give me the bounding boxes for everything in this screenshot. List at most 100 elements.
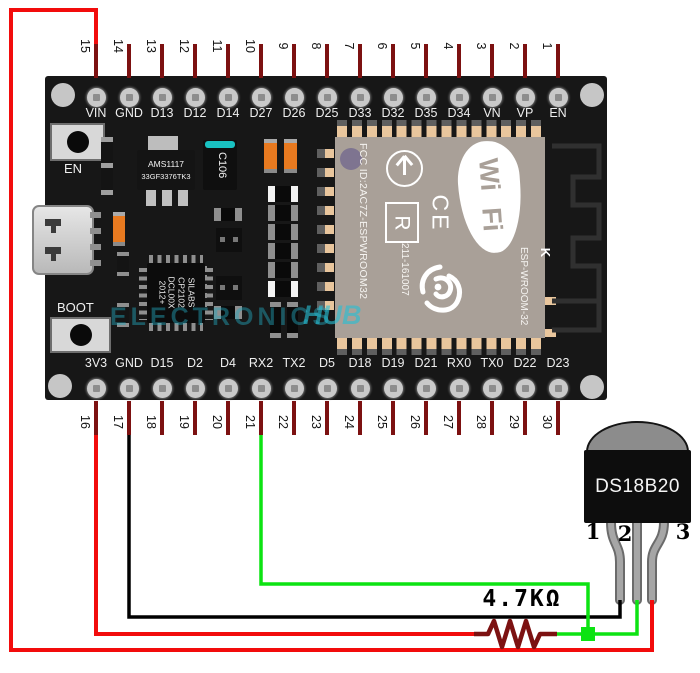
pin-pad-center (257, 384, 265, 392)
watermark-text-2: HUB (303, 300, 362, 330)
pin-number-15: 15 (78, 39, 92, 53)
pin-pad-d26 (284, 87, 304, 107)
pin-stub-15 (94, 44, 98, 78)
pin-label-rx2: RX2 (248, 356, 274, 370)
pin-number-4: 4 (441, 42, 455, 50)
pin-pad-d32 (383, 87, 403, 107)
pin-pad-center (191, 93, 199, 101)
pin-pad-center (356, 384, 364, 392)
pin-number-10: 10 (243, 39, 257, 53)
pin-number-24: 24 (342, 415, 356, 429)
pin-pad-d34 (449, 87, 469, 107)
pin-stub-21 (259, 401, 263, 435)
pin-pad-center (389, 384, 397, 392)
pin-pad-center (389, 93, 397, 101)
pin-pad-d22 (515, 378, 535, 398)
pin-number-16: 16 (78, 415, 92, 429)
pin-stub-9 (292, 44, 296, 78)
pin-pad-center (323, 384, 331, 392)
resistor-value-label: 4.7KΩ (482, 586, 562, 612)
pin-pad-center (125, 384, 133, 392)
pin-pad-3v3 (86, 378, 106, 398)
pin-stub-3 (490, 44, 494, 78)
pin-pad-d33 (350, 87, 370, 107)
pin-pad-center (224, 93, 232, 101)
pin-stub-4 (457, 44, 461, 78)
pin-label-d35: D35 (414, 106, 438, 120)
pin-label-tx0: TX0 (480, 356, 504, 370)
pin-pad-center (521, 93, 529, 101)
pin-pad-center (455, 93, 463, 101)
pin-stub-12 (193, 44, 197, 78)
pin-stub-20 (226, 401, 230, 435)
pin-pad-center (488, 384, 496, 392)
pin-label-d34: D34 (447, 106, 471, 120)
pin-label-d15: D15 (150, 356, 174, 370)
pin-number-22: 22 (276, 415, 290, 429)
pin-pad-center (455, 384, 463, 392)
pin-label-d23: D23 (546, 356, 570, 370)
pin-number-7: 7 (342, 42, 356, 50)
pin-number-2: 2 (507, 42, 521, 50)
pin-number-23: 23 (309, 415, 323, 429)
pin-stub-5 (424, 44, 428, 78)
pin-number-14: 14 (111, 39, 125, 53)
pin-pad-d2 (185, 378, 205, 398)
pin-label-d12: D12 (183, 106, 207, 120)
pin-number-19: 19 (177, 415, 191, 429)
pin-pad-center (92, 384, 100, 392)
pin-pad-center (356, 93, 364, 101)
pin-number-29: 29 (507, 415, 521, 429)
pin-number-13: 13 (144, 39, 158, 53)
pin-label-gnd: GND (115, 356, 143, 370)
pin-stub-17 (127, 401, 131, 435)
pin-stub-7 (358, 44, 362, 78)
pin-stub-11 (226, 44, 230, 78)
pin-label-d18: D18 (348, 356, 372, 370)
pin-pad-d4 (218, 378, 238, 398)
pin-stub-25 (391, 401, 395, 435)
pin-stub-14 (127, 44, 131, 78)
pin-pad-rx0 (449, 378, 469, 398)
pin-pad-center (422, 93, 430, 101)
pin-number-3: 3 (474, 42, 488, 50)
pin-pad-center (290, 384, 298, 392)
pin-pad-en (548, 87, 568, 107)
pin-label-d14: D14 (216, 106, 240, 120)
pin-label-d4: D4 (220, 356, 236, 370)
pin-label-gnd: GND (115, 106, 143, 120)
sensor-pin1-label: 1 (585, 519, 601, 544)
pin-label-d2: D2 (187, 356, 203, 370)
pin-pad-tx0 (482, 378, 502, 398)
pin-number-26: 26 (408, 415, 422, 429)
pin-pad-center (554, 384, 562, 392)
pin-pad-d25 (317, 87, 337, 107)
pin-stub-23 (325, 401, 329, 435)
pin-label-d5: D5 (319, 356, 335, 370)
pin-pad-tx2 (284, 378, 304, 398)
pin-pad-d14 (218, 87, 238, 107)
pin-number-18: 18 (144, 415, 158, 429)
pin-number-20: 20 (210, 415, 224, 429)
pin-label-d25: D25 (315, 106, 339, 120)
pin-stub-30 (556, 401, 560, 435)
pin-label-d22: D22 (513, 356, 537, 370)
pin-label-d27: D27 (249, 106, 273, 120)
pin-stub-19 (193, 401, 197, 435)
sensor-pin3-label: 3 (675, 519, 691, 544)
pin-stub-10 (259, 44, 263, 78)
pin-label-d33: D33 (348, 106, 372, 120)
pin-label-vp: VP (516, 106, 534, 120)
pin-label-rx0: RX0 (446, 356, 472, 370)
pin-label-d19: D19 (381, 356, 405, 370)
pin-pad-center (521, 384, 529, 392)
pin-number-1: 1 (540, 42, 554, 50)
pin-number-17: 17 (111, 415, 125, 429)
pin-pad-center (191, 384, 199, 392)
pin-number-12: 12 (177, 39, 191, 53)
sensor-name: DS18B20 (595, 475, 680, 497)
pin-number-11: 11 (210, 39, 224, 53)
pin-pad-d19 (383, 378, 403, 398)
